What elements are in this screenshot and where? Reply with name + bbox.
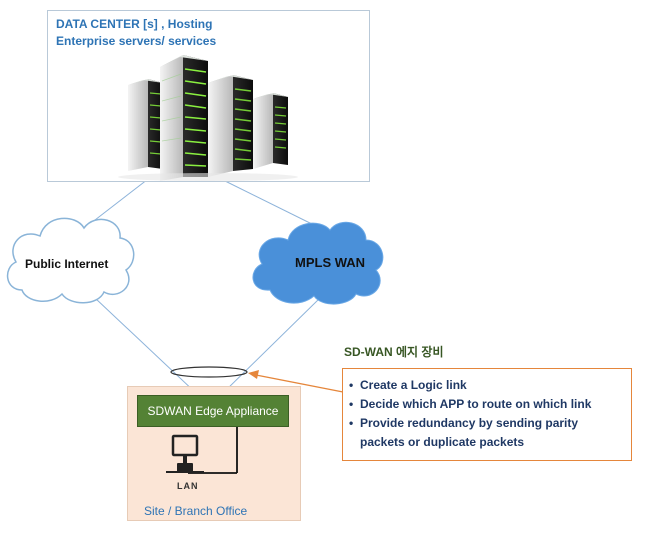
lan-computer-icon [166,434,204,473]
public-internet-cloud [6,217,135,304]
datacenter-box: DATA CENTER [s] , Hosting Enterprise ser… [47,10,370,182]
callout-arrowhead [248,370,259,379]
list-item: •Create a Logic link [349,376,467,395]
public-to-site-link [94,297,198,395]
bullet-icon: • [349,378,354,392]
dc-to-public-link [94,175,153,221]
servers-icon [118,55,298,181]
mpls-wan-label: MPLS WAN [295,255,366,270]
logic-link-ellipse [170,366,248,378]
dc-to-mpls-link [214,175,321,229]
list-item: •Decide which APP to route on which link [349,395,591,414]
mpls-to-site-link [221,297,321,395]
sdwan-edge-appliance: SDWAN Edge Appliance [137,395,289,427]
callout-arrow [255,374,344,393]
bullet-icon: • [349,416,354,430]
list-item: •Provide redundancy by sending parity [349,414,578,433]
list-item-continuation: packets or duplicate packets [360,435,525,449]
sdwan-callout-title: SD-WAN 에지 장비 [344,345,444,359]
datacenter-subtitle: Enterprise servers/ services [56,34,217,48]
datacenter-title: DATA CENTER [s] , Hosting [56,17,213,31]
public-internet-label: Public Internet [25,257,109,271]
site-label: Site / Branch Office [144,504,248,518]
sdwan-functions-box: •Create a Logic link •Decide which APP t… [342,368,632,461]
mpls-wan-cloud [252,221,384,305]
bullet-icon: • [349,397,354,411]
lan-label: LAN [177,481,199,491]
